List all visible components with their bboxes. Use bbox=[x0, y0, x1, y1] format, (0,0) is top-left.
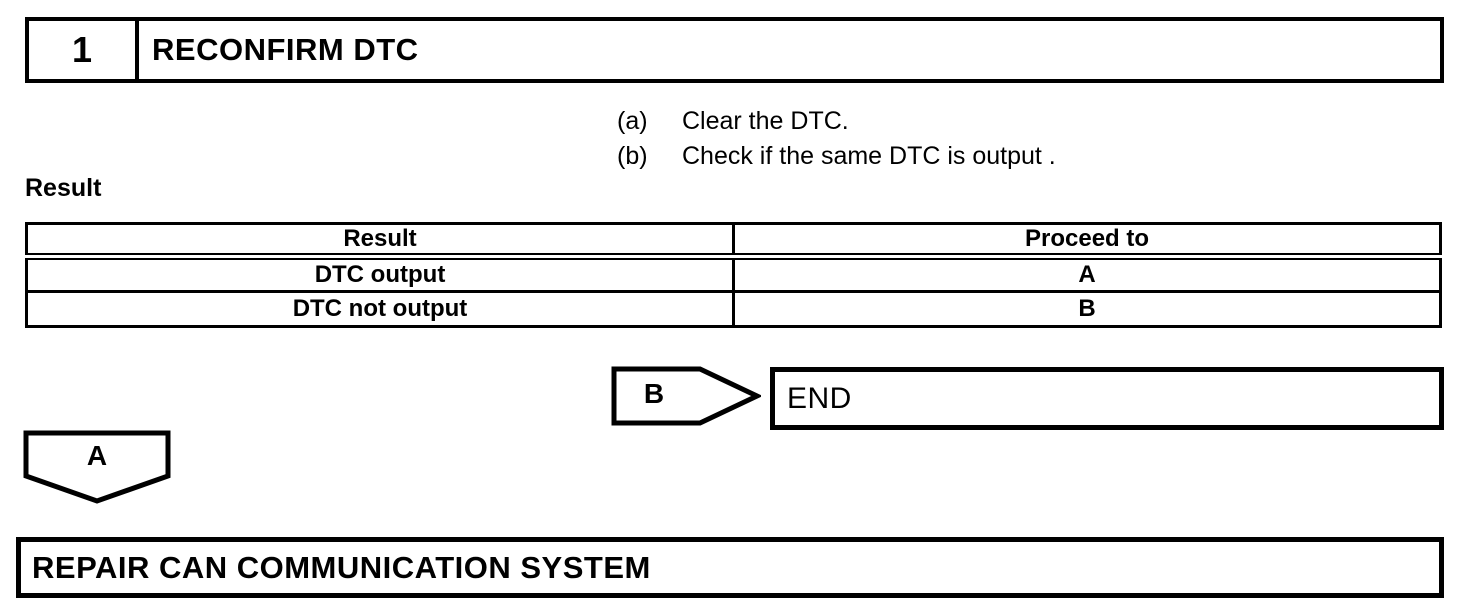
step-title: RECONFIRM DTC bbox=[152, 32, 419, 67]
result-table: Result Proceed to DTC output A DTC not o… bbox=[25, 222, 1442, 328]
connector-a: A bbox=[23, 430, 171, 505]
connector-b: B bbox=[611, 365, 761, 427]
connector-a-label: A bbox=[86, 440, 108, 471]
end-label: END bbox=[787, 381, 852, 415]
step-line-b: (b) Check if the same DTC is output . bbox=[617, 139, 1056, 174]
step-header-box: 1 RECONFIRM DTC bbox=[25, 17, 1444, 83]
end-box: END bbox=[770, 367, 1444, 430]
repair-action-label: REPAIR CAN COMMUNICATION SYSTEM bbox=[32, 549, 651, 585]
result-cell: DTC not output bbox=[25, 290, 735, 328]
step-a-text: Clear the DTC. bbox=[682, 107, 849, 135]
proceed-cell: B bbox=[732, 290, 1442, 328]
right-arrow-pentagon-icon bbox=[611, 366, 761, 426]
result-heading: Result bbox=[25, 174, 102, 202]
step-a-label: (a) bbox=[617, 107, 648, 135]
step-number: 1 bbox=[29, 21, 139, 79]
procedure-steps: (a) Clear the DTC. (b) Check if the same… bbox=[617, 104, 1056, 174]
connector-b-label: B bbox=[643, 378, 665, 409]
proceed-cell: A bbox=[732, 255, 1442, 293]
step-b-label: (b) bbox=[617, 142, 648, 170]
repair-action-box: REPAIR CAN COMMUNICATION SYSTEM bbox=[16, 537, 1444, 598]
result-cell: DTC output bbox=[25, 255, 735, 293]
table-row-dtc-not-output: DTC not output B bbox=[25, 290, 1442, 328]
down-arrow-pentagon-icon bbox=[23, 430, 171, 504]
column-header-proceed-to: Proceed to bbox=[732, 222, 1442, 260]
column-header-result: Result bbox=[25, 222, 735, 260]
table-header-row: Result Proceed to bbox=[25, 222, 1442, 260]
step-b-text: Check if the same DTC is output . bbox=[682, 142, 1056, 170]
table-row-dtc-output: DTC output A bbox=[25, 255, 1442, 293]
step-line-a: (a) Clear the DTC. bbox=[617, 104, 1056, 139]
